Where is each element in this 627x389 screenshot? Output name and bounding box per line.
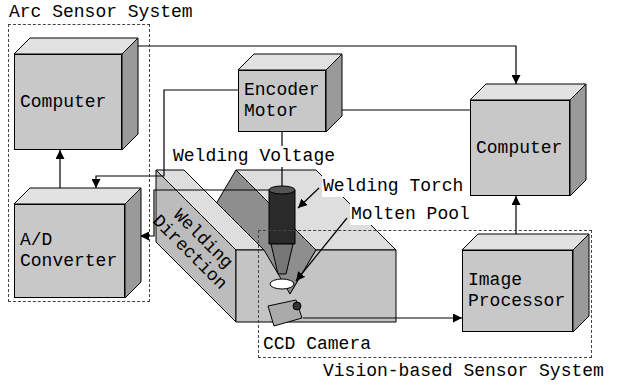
callout-label: Welding Voltage <box>172 146 336 167</box>
node-text: Computer <box>20 92 116 113</box>
computer-box: Computer <box>470 100 570 196</box>
group-title: Arc Sensor System <box>9 2 193 23</box>
node-text: Computer <box>476 138 564 159</box>
processor-box: Image Processor <box>462 250 573 332</box>
box-top-face <box>462 234 589 250</box>
leader-line <box>296 218 347 281</box>
computer-box: Computer <box>14 54 122 150</box>
torch-nozzle <box>271 244 293 274</box>
box-side-face <box>570 84 586 196</box>
box-side-face <box>573 234 589 332</box>
box-side-face <box>125 188 141 298</box>
signal-connector <box>59 150 60 188</box>
box-side-face <box>122 38 138 150</box>
signal-connector <box>515 196 516 234</box>
system-group: Arc Sensor SystemComputerA/D Converter <box>8 24 150 302</box>
callout-label: Molten Pool <box>350 204 471 225</box>
signal-connector <box>342 109 470 110</box>
callout-label: CCD Camera <box>262 334 372 355</box>
torch-top <box>269 186 295 194</box>
leader-line <box>298 188 319 208</box>
box-top-face <box>238 54 342 70</box>
molten-pool <box>270 279 294 289</box>
workpiece-front <box>236 250 396 322</box>
ccd-camera <box>268 300 302 326</box>
converter-box: A/D Converter <box>14 204 125 298</box>
callout-label: Welding Direction <box>146 196 246 296</box>
box-top-face <box>14 188 141 204</box>
box-side-face <box>326 54 342 132</box>
callout-label: Welding Torch <box>322 176 464 197</box>
torch-body <box>269 190 295 244</box>
node-text: Image Processor <box>468 270 567 311</box>
node-text: Encoder Motor <box>244 80 320 121</box>
node-text: A/D Converter <box>20 230 119 271</box>
group-title: Vision-based Sensor System <box>323 361 604 382</box>
box-top-face <box>470 84 586 100</box>
camera-lens <box>293 302 301 310</box>
motor-box: Encoder Motor <box>238 70 326 132</box>
box-top-face <box>14 38 138 54</box>
camera-wire <box>303 317 462 318</box>
